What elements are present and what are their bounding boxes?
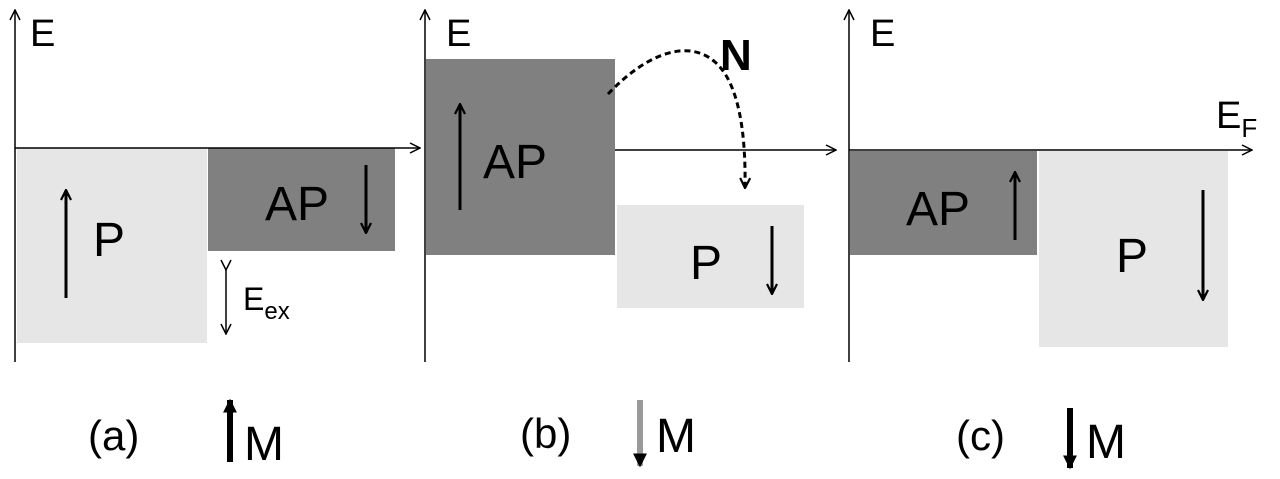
energy-axis-label: E [446,13,471,55]
fermi-energy-subscript: F [1241,113,1257,143]
exchange-energy-subscript: ex [264,298,289,325]
p-band-label: P [1116,230,1148,283]
p-band-box [17,148,207,343]
panel-a: E P AP Eex (a) M [15,10,420,471]
energy-axis-label: E [870,13,895,55]
panel-caption: (c) [956,412,1005,459]
magnetization-label: M [656,410,696,463]
panel-caption: (a) [88,412,139,459]
fermi-energy-main: E [1216,95,1241,137]
ap-band-label: AP [483,136,547,189]
ap-band-box [426,59,615,255]
fermi-energy-label: EF [1216,95,1257,143]
p-band-label: P [93,214,125,267]
ap-band-label: AP [906,183,970,236]
panel-b: E AP P N (b) M [425,10,836,468]
energy-axis-label: E [30,13,55,55]
p-band-box [1039,151,1228,347]
ap-band-label: AP [265,178,329,231]
magnetization-label: M [1086,416,1126,469]
panel-c: E EF AP P (c) M [849,10,1257,470]
p-band-label: P [690,237,722,290]
transfer-label: N [720,31,752,80]
exchange-energy-main: E [243,281,264,317]
exchange-energy-label: Eex [243,281,290,325]
ap-band-box [850,151,1037,255]
magnetization-label: M [244,418,284,471]
panel-caption: (b) [520,410,571,457]
electron-transfer-arrow [606,49,745,188]
